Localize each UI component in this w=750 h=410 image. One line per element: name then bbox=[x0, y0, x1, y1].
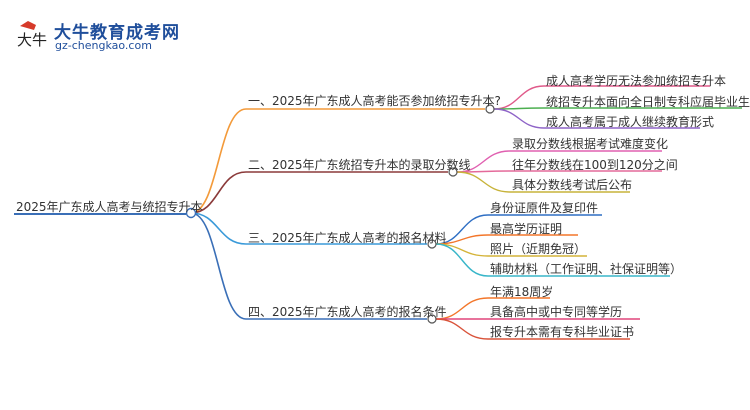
leaf-2-3-label: 具体分数线考试后公布 bbox=[512, 178, 633, 192]
branch-1-label: 一、2025年广东成人高考能否参加统招专升本? bbox=[248, 94, 501, 108]
leaf-4-2-label: 具备高中或中专同等学历 bbox=[490, 305, 623, 319]
branch-3-connector bbox=[190, 212, 247, 245]
leaf-4-3-connector bbox=[435, 318, 489, 340]
leaf-4-3-label: 报专升本需有专科毕业证书 bbox=[490, 325, 635, 339]
branch-3-node bbox=[427, 239, 437, 249]
leaf-1-1-connector bbox=[493, 85, 545, 110]
leaf-3-4-label: 辅助材料（工作证明、社保证明等） bbox=[490, 262, 683, 276]
branch-2-connector bbox=[190, 171, 247, 214]
leaf-1-3-connector bbox=[493, 108, 545, 129]
branch-4-connector bbox=[190, 212, 247, 320]
leaf-1-1-label: 成人高考学历无法参加统招专升本 bbox=[546, 74, 727, 88]
branch-2-node bbox=[448, 167, 458, 177]
brand-name: 大牛教育成考网 bbox=[54, 23, 180, 43]
mindmap-root-label: 2025年广东成人高考与统招专升本 bbox=[16, 200, 203, 214]
root-node bbox=[185, 207, 197, 219]
brand-badge-icon: 大牛 bbox=[17, 21, 47, 49]
leaf-3-3-label: 照片（近期免冠） bbox=[490, 242, 587, 256]
leaf-3-2-label: 最高学历证明 bbox=[490, 222, 563, 236]
svg-text:大牛: 大牛 bbox=[17, 31, 47, 49]
branch-1-node bbox=[485, 104, 495, 114]
branch-4-label: 四、2025年广东成人高考的报名条件 bbox=[248, 305, 447, 319]
leaf-1-2-label: 统招专升本面向全日制专科应届毕业生 bbox=[546, 95, 750, 109]
leaf-2-3-connector bbox=[456, 171, 511, 193]
brand-url: gz-chengkao.com bbox=[55, 39, 152, 52]
branch-1-connector bbox=[190, 108, 247, 214]
branch-4-node bbox=[427, 314, 437, 324]
leaf-2-1-label: 录取分数线根据考试难度变化 bbox=[512, 137, 669, 151]
leaf-1-3-label: 成人高考属于成人继续教育形式 bbox=[546, 115, 715, 129]
leaf-2-2-label: 往年分数线在100到120分之间 bbox=[512, 158, 678, 172]
branch-3-label: 三、2025年广东成人高考的报名材料 bbox=[248, 231, 447, 245]
branch-2-label: 二、2025年广东统招专升本的录取分数线 bbox=[248, 158, 471, 172]
leaf-3-4-connector bbox=[435, 243, 489, 277]
leaf-3-1-label: 身份证原件及复印件 bbox=[490, 201, 599, 215]
leaf-4-1-label: 年满18周岁 bbox=[490, 285, 554, 299]
